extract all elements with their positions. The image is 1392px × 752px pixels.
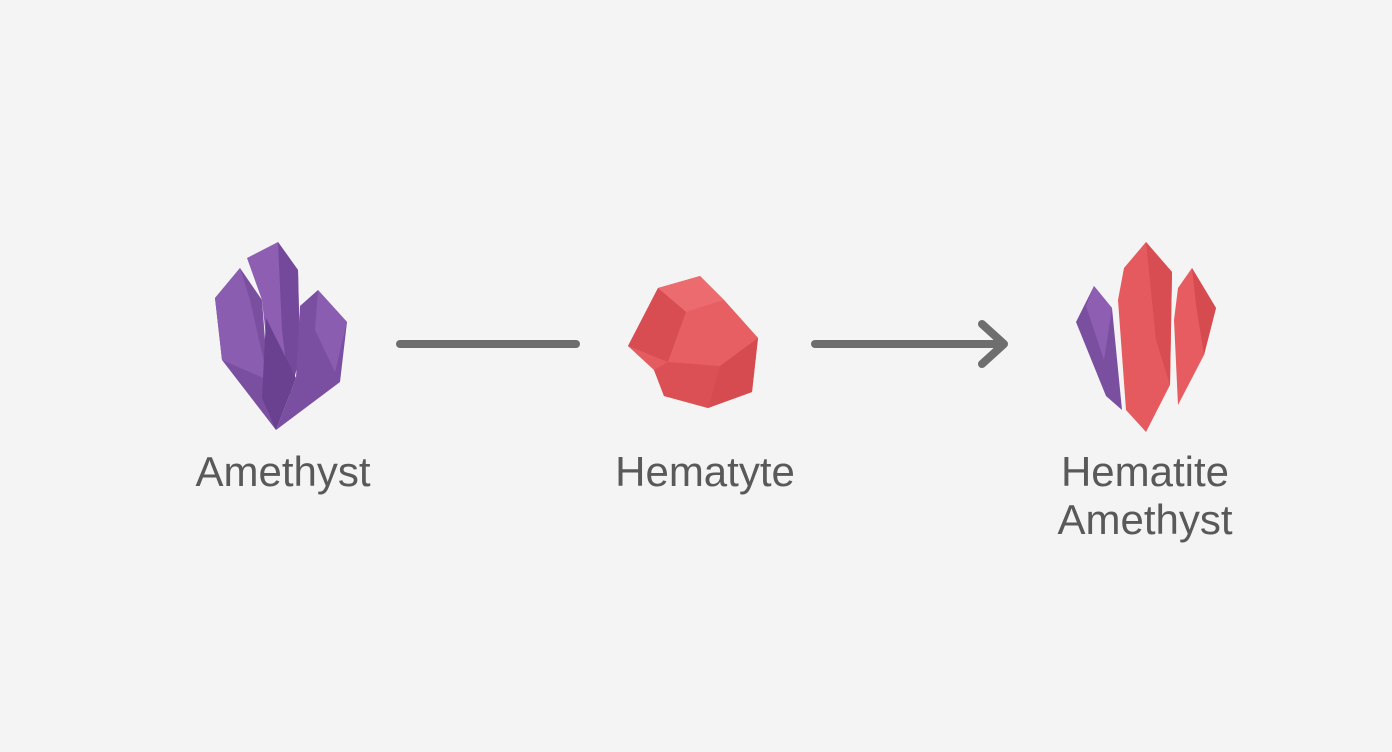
amethyst-label: Amethyst: [195, 448, 371, 495]
hematite-amethyst-label: Hematite Amethyst: [1030, 448, 1260, 544]
result-label-line-1: Hematite: [1060, 448, 1230, 495]
hematite-amethyst-crystal-icon: [1076, 242, 1216, 432]
amethyst-crystal-icon: [215, 242, 347, 430]
hematite-stone-icon: [628, 276, 758, 408]
hematyte-label: Hematyte: [615, 448, 795, 495]
arrow-connector: [811, 320, 1008, 368]
result-label-line-2: Amethyst: [1057, 496, 1233, 543]
